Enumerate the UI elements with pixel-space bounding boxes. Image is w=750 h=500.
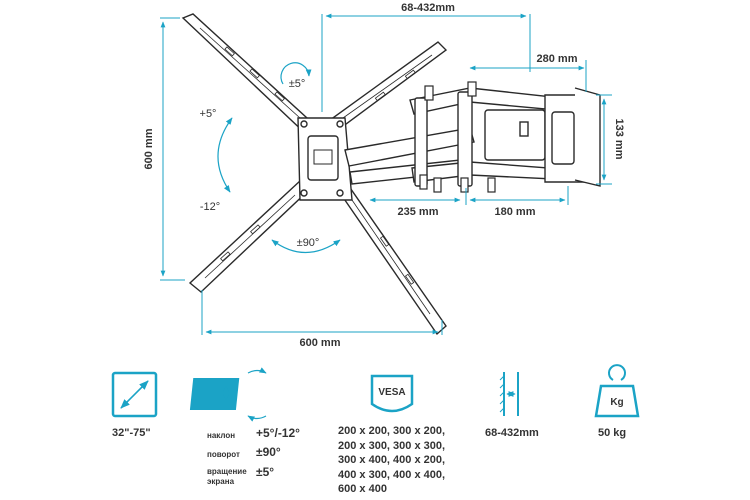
vesa-pattern-line: 300 x 400, 400 x 200, [338,454,446,466]
center-hub [297,117,353,201]
extension-arms [344,87,581,187]
diagonal-size-icon [111,371,158,418]
wall-plate [519,87,601,187]
rotation-label-2: экрана [207,477,235,486]
width-label: 600 mm [300,337,341,349]
rotation-value: ±5° [256,465,275,479]
max-weight-value: 50 kg [598,427,627,439]
dimension-lines [160,13,612,335]
arm-slots [220,46,416,285]
swivel-value: ±90° [256,445,281,459]
weight-icon-label: Kg [610,397,623,408]
swivel-label: поворот [207,450,240,459]
vesa-badge-icon: VESA [370,374,414,413]
rotation-label: ±90° [297,237,320,249]
vesa-pattern-line: 200 x 200, 300 x 200, [338,425,446,437]
tilt-down-label: -12° [200,201,220,213]
weight-icon: Kg [594,364,640,418]
vesa-pattern-line: 400 x 300, 400 x 400, [338,468,446,481]
tv-tilt-icon [189,367,267,422]
wall-distance-value: 68-432mm [485,427,539,439]
arm-back-label: 180 mm [495,206,536,218]
bolts [419,81,496,193]
arm-front-label: 235 mm [398,206,439,218]
tilt-value: +5°/-12° [256,426,300,440]
vesa-pattern-line: 600 x 400 [338,483,387,495]
swivel-small-label: ±5° [289,78,306,90]
angle-arrows [217,62,341,253]
screen-size-value: 32"-75" [112,427,151,439]
dimension-labels: 68-432mm 280 mm 133 mm 235 mm 180 mm 600… [143,2,625,349]
plate-width-label: 280 mm [537,53,578,65]
rotation-label-1: вращение [207,467,247,476]
height-label: 600 mm [143,128,155,169]
bracket-arms [181,13,448,336]
vesa-patterns-list: 200 x 200, 300 x 200, 200 x 300, 300 x 3… [338,424,463,497]
tilt-label: наклон [207,431,236,440]
tilt-up-label: +5° [200,108,217,120]
plate-height-label: 133 mm [613,119,625,160]
vesa-badge-text: VESA [378,387,405,398]
extension-label: 68-432mm [401,2,455,14]
wall-distance-icon [499,372,519,416]
vesa-pattern-line: 200 x 300, 300 x 300, [338,439,446,452]
